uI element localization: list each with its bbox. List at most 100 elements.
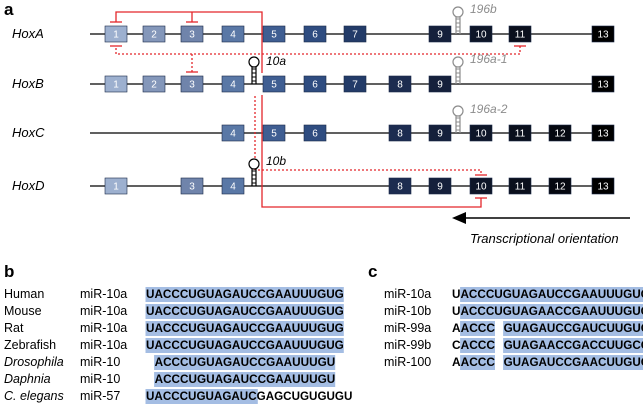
- hox-box: [303, 25, 327, 43]
- sequence-highlight: [640, 287, 643, 302]
- species-label: Zebrafish: [4, 338, 56, 352]
- hairpin-icon: [248, 56, 260, 84]
- sequence-text: ACCCUGUAGAUCCGAAUUUGU: [155, 374, 336, 386]
- sequence-highlight: [606, 355, 616, 370]
- sequence-highlight: [179, 355, 189, 370]
- sequence-highlight: [606, 287, 616, 302]
- sequence-highlight: [317, 355, 327, 370]
- sequence-highlight: [283, 372, 293, 387]
- hox-box: [262, 25, 286, 43]
- sequence-highlight: [546, 321, 556, 336]
- sequence-highlight: [300, 304, 310, 319]
- sequence-highlight: [537, 287, 547, 302]
- sequence-highlight: [571, 355, 581, 370]
- hairpin-icon: [452, 6, 464, 34]
- hox-box-number: 6: [312, 80, 318, 91]
- sequence-highlight: [240, 338, 250, 353]
- sequence-highlight: [214, 287, 224, 302]
- sequence-highlight: [274, 321, 284, 336]
- sequence-highlight: [283, 304, 293, 319]
- sequence-highlight: [222, 287, 232, 302]
- hox-box: [388, 124, 412, 142]
- sequence-highlight: [317, 287, 327, 302]
- sequence-highlight: [300, 338, 310, 353]
- sequence-highlight: [520, 355, 530, 370]
- sequence-highlight: [537, 338, 547, 353]
- sequence-highlight: [546, 304, 556, 319]
- sequence-highlight: [171, 389, 181, 404]
- sequence-highlight: [563, 338, 573, 353]
- hox-box-number: 4: [230, 80, 236, 91]
- hox-box: [508, 177, 532, 195]
- sequence-highlight: [197, 372, 207, 387]
- sequence-highlight: [188, 389, 198, 404]
- sequence-text: GUAGAUCCGAUCUUGUG: [504, 323, 643, 335]
- sequence-highlight: [554, 287, 564, 302]
- sequence-highlight: [179, 287, 189, 302]
- sequence-highlight: [257, 372, 267, 387]
- sequence-highlight: [274, 304, 284, 319]
- sequence-highlight: [265, 287, 275, 302]
- sequence-highlight: [231, 287, 241, 302]
- hox-box-number: 4: [230, 182, 236, 193]
- hox-box-number: 1: [113, 30, 119, 41]
- hox-box-number: 13: [597, 80, 609, 91]
- sequence-highlight: [154, 389, 164, 404]
- sequence-highlight: [257, 287, 267, 302]
- hairpin-icon: [248, 158, 260, 186]
- sequence-highlight: [240, 304, 250, 319]
- sequence-highlight: [283, 321, 293, 336]
- hox-box: [343, 75, 367, 93]
- panel-label-c: c: [368, 262, 377, 281]
- sequence-highlight: [308, 304, 318, 319]
- hox-box-number: 11: [515, 30, 526, 41]
- hox-box-number: 4: [230, 30, 236, 41]
- sequence-highlight: [214, 304, 224, 319]
- sequence-highlight: [460, 287, 470, 302]
- hox-box-number: 5: [271, 129, 277, 140]
- sequence-highlight: [145, 338, 155, 353]
- hox-box: [388, 177, 412, 195]
- sequence-highlight: [623, 338, 633, 353]
- hox-box: [469, 25, 493, 43]
- sequence-highlight: [274, 372, 284, 387]
- sequence-highlight: [580, 355, 590, 370]
- sequence-highlight: [283, 355, 293, 370]
- hox-box: [303, 124, 327, 142]
- sequence-highlight: [154, 338, 164, 353]
- sequence-highlight: [171, 372, 181, 387]
- sequence-highlight: [485, 321, 495, 336]
- sequence-highlight: [205, 287, 215, 302]
- hox-box-number: 10: [475, 182, 487, 193]
- sequence-highlight: [240, 372, 250, 387]
- sequence-highlight: [503, 304, 513, 319]
- sequence-highlight: [460, 338, 470, 353]
- sequence-highlight: [477, 338, 487, 353]
- sequence-highlight: [300, 321, 310, 336]
- sequence-highlight: [162, 355, 172, 370]
- dotted-line-10b-hoxd10: [258, 169, 482, 175]
- sequence-highlight: [291, 338, 301, 353]
- sequence-highlight: [606, 304, 616, 319]
- sequence-text: UACCCUGUAGAACCGAAUUUGUG: [452, 306, 643, 318]
- sequence-highlight: [291, 355, 301, 370]
- sequence-highlight: [265, 321, 275, 336]
- sequence-highlight: [589, 355, 599, 370]
- sequence-highlight: [589, 338, 599, 353]
- sequence-highlight: [171, 338, 181, 353]
- sequence-highlight: [300, 372, 310, 387]
- sequence-highlight: [520, 338, 530, 353]
- sequence-highlight: [520, 287, 530, 302]
- sequence-highlight: [334, 321, 344, 336]
- sequence-highlight: [205, 321, 215, 336]
- sequence-highlight: [197, 355, 207, 370]
- sequence-highlight: [520, 321, 530, 336]
- hox-box: [262, 75, 286, 93]
- hox-box: [548, 177, 572, 195]
- sequence-highlight: [171, 304, 181, 319]
- sequence-highlight: [528, 338, 538, 353]
- sequence-highlight: [214, 321, 224, 336]
